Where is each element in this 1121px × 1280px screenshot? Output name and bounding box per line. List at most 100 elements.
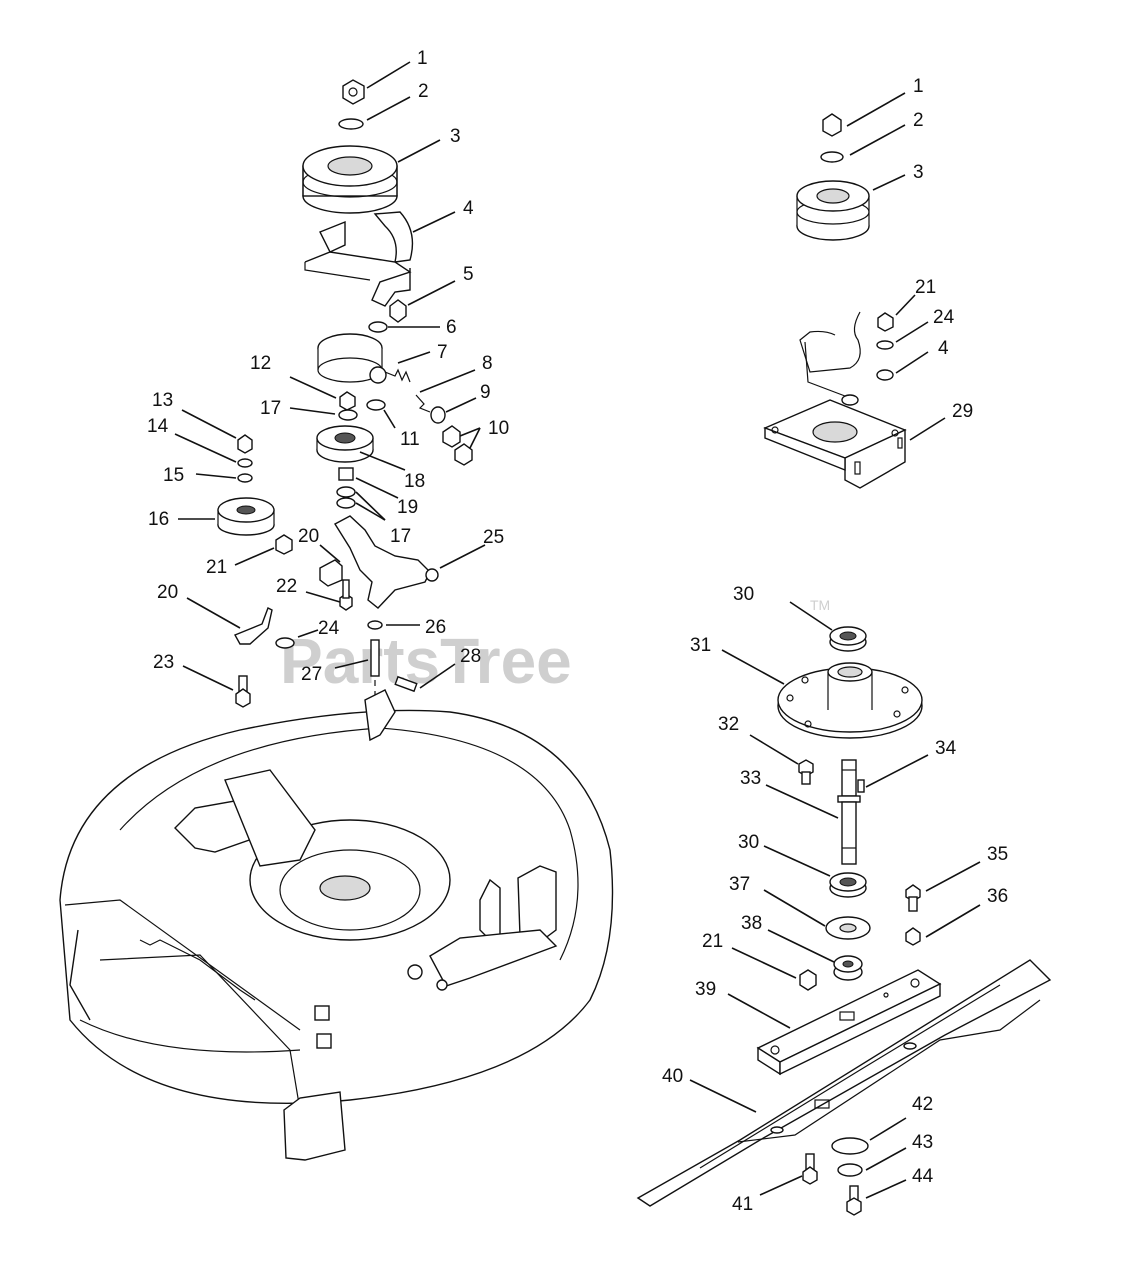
hex-nut-drawing: [342, 79, 365, 105]
watermark: PartsTree TM: [280, 597, 830, 697]
right-bottom-assembly-drawing: 30 31 32 33 34 30 35 36 37 38 21 39 40 4…: [636, 584, 1052, 1216]
bracket-drawing: [234, 607, 273, 645]
callout-21: 21: [206, 557, 227, 578]
hex-nut-drawing: [454, 443, 473, 466]
callout-4: 4: [938, 338, 949, 359]
callout-16: 16: [148, 509, 169, 530]
left-assembly-drawing: 1 2 3 4 5 6 7 8 9 10 11 12 13 14 15 16 1…: [59, 48, 614, 1161]
washer-drawing: [876, 340, 894, 350]
callouts-right-bottom: 30 31 32 33 34 30 35 36 37 38 21 39 40 4…: [662, 584, 1008, 1215]
callout-11: 11: [400, 429, 420, 450]
retaining-ring-drawing: [820, 151, 844, 163]
washer-hole-drawing: [839, 923, 857, 933]
leader-lines-left: [174, 61, 486, 691]
hex-nut-drawing: [442, 425, 461, 448]
callout-3: 3: [913, 162, 924, 183]
right-top-assembly-drawing: 1 2 3 21 24 4 29: [763, 76, 973, 489]
callout-35: 35: [987, 844, 1008, 865]
hex-nut-drawing: [237, 434, 253, 454]
bolt-drawing: [846, 1185, 862, 1216]
callout-12: 12: [250, 353, 271, 374]
lock-washer-drawing: [837, 1163, 863, 1177]
callout-41: 41: [732, 1194, 753, 1215]
callout-2: 2: [418, 81, 429, 102]
callout-30a: 30: [733, 584, 754, 605]
callout-3: 3: [450, 126, 461, 147]
hex-nut-drawing: [339, 391, 356, 411]
pulley-drawing: [302, 145, 398, 214]
leader-lines-right-bottom: [689, 601, 981, 1199]
callout-30b: 30: [738, 832, 759, 853]
callout-28: 28: [460, 646, 481, 667]
hex-nut-drawing: [877, 312, 894, 332]
bearing-drawing: [829, 872, 867, 898]
callout-25: 25: [483, 527, 504, 548]
callout-9: 9: [480, 382, 491, 403]
callout-13: 13: [152, 390, 173, 411]
callout-24: 24: [933, 307, 955, 328]
callout-10: 10: [488, 418, 509, 439]
callout-22: 22: [276, 576, 297, 597]
callout-42: 42: [912, 1094, 933, 1115]
callout-1: 1: [913, 76, 924, 97]
key-drawing: [394, 675, 418, 693]
bracket-hole-drawing: [425, 568, 439, 582]
callout-37: 37: [729, 874, 750, 895]
mower-deck-drawing: [59, 689, 614, 1161]
callout-34: 34: [935, 738, 957, 759]
washer-drawing: [366, 399, 386, 411]
washer-drawing: [831, 1137, 869, 1155]
blade-hub-drawing: [833, 955, 863, 981]
hex-nut-drawing: [905, 927, 921, 946]
watermark-text: PartsTree: [280, 625, 572, 697]
bolt-drawing: [339, 579, 353, 611]
washer-drawing: [237, 458, 253, 468]
callout-26: 26: [425, 617, 446, 638]
belt-guide-drawing: [804, 341, 846, 397]
washer-drawing: [368, 321, 388, 333]
callout-36: 36: [987, 886, 1008, 907]
pulley-drawing: [796, 180, 870, 241]
callout-17b: 17: [390, 526, 411, 547]
leader-lines-right-top: [846, 92, 946, 441]
washer-drawing: [336, 497, 356, 509]
retaining-ring-drawing: [338, 118, 364, 130]
spindle-housing-drawing: [777, 662, 923, 739]
washer-drawing: [237, 473, 253, 483]
idler-bracket-drawing: [334, 515, 431, 609]
callout-40: 40: [662, 1066, 683, 1087]
callout-21: 21: [915, 277, 936, 298]
callout-27: 27: [301, 664, 322, 685]
belt-guide-drawing: [799, 311, 861, 373]
callout-18: 18: [404, 471, 425, 492]
washer-drawing: [841, 394, 859, 406]
callout-17a: 17: [260, 398, 281, 419]
bolt-drawing: [905, 884, 921, 912]
belt-guide-drawing: [304, 211, 414, 307]
callout-44: 44: [912, 1166, 934, 1187]
hex-nut-drawing: [389, 299, 407, 323]
bearing-drawing: [829, 626, 867, 652]
washer-drawing: [876, 369, 894, 381]
hex-nut-drawing: [275, 534, 293, 555]
callout-20a: 20: [298, 526, 319, 547]
callout-2: 2: [913, 110, 924, 131]
bracket-drawing: [319, 559, 343, 587]
washer-drawing: [367, 620, 383, 630]
callout-4: 4: [463, 198, 474, 219]
pulley-drawing: [217, 497, 275, 536]
washer-drawing: [338, 409, 358, 421]
blade-drawing: [636, 959, 1052, 1207]
callout-29: 29: [952, 401, 973, 422]
bracket-drawing: [763, 399, 907, 489]
callout-39: 39: [695, 979, 716, 1000]
hex-nut-drawing: [799, 969, 817, 991]
callout-43: 43: [912, 1132, 933, 1153]
idler-pulley-drawing: [316, 425, 374, 463]
callout-33: 33: [740, 768, 761, 789]
washer-drawing: [336, 486, 356, 498]
pin-drawing: [370, 639, 380, 677]
bolt-drawing: [798, 759, 814, 785]
callout-32: 32: [718, 714, 739, 735]
blade-adapter-drawing: [756, 969, 942, 1076]
